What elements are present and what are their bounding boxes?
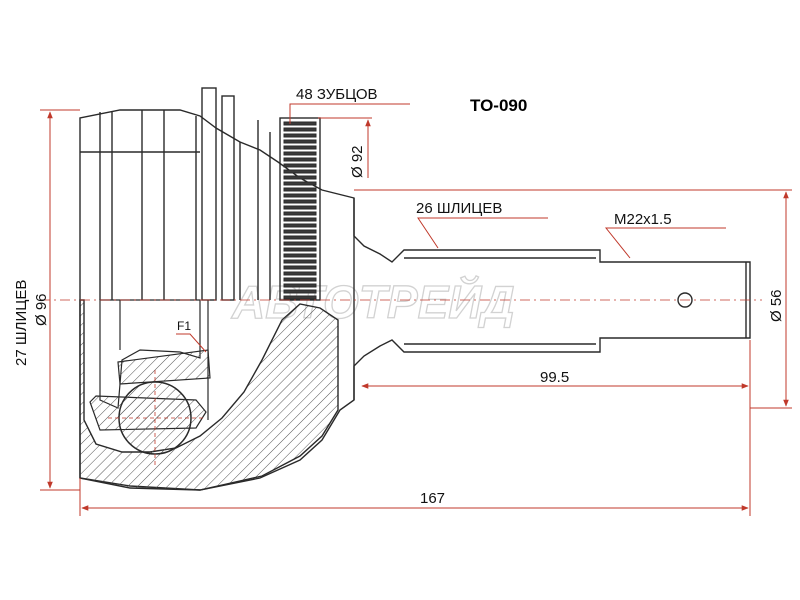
- abs-tooth: [283, 151, 317, 156]
- abs-ring-diameter-label: Ø 92: [349, 145, 366, 178]
- housing-outline: [79, 87, 355, 491]
- watermark: АВТОТРЕЙД: [231, 276, 515, 328]
- inner-splines-label: 27 ШЛИЦЕВ: [13, 280, 30, 366]
- abs-tooth: [283, 295, 317, 300]
- abs-tooth: [283, 253, 317, 258]
- abs-tooth: [283, 175, 317, 180]
- abs-tooth: [283, 283, 317, 288]
- abs-tooth: [283, 247, 317, 252]
- part-number: TO-090: [470, 96, 527, 115]
- abs-tooth: [283, 277, 317, 282]
- abs-tooth: [283, 193, 317, 198]
- outer-splines-label: 26 ШЛИЦЕВ: [416, 200, 502, 217]
- abs-tooth: [283, 145, 317, 150]
- abs-tooth: [283, 235, 317, 240]
- shaft-length-label: 99.5: [540, 369, 569, 386]
- abs-tooth: [283, 163, 317, 168]
- abs-tooth: [283, 217, 317, 222]
- fit-mark-label: F1: [177, 319, 191, 333]
- abs-tooth: [283, 121, 317, 126]
- abs-tooth: [283, 229, 317, 234]
- abs-tooth: [283, 223, 317, 228]
- abs-tooth: [283, 199, 317, 204]
- abs-tooth: [283, 169, 317, 174]
- dimensions: [40, 103, 792, 516]
- abs-tooth: [283, 241, 317, 246]
- abs-tooth: [283, 187, 317, 192]
- abs-tooth: [283, 271, 317, 276]
- shaft-diameter-label: Ø 56: [768, 289, 785, 322]
- abs-tooth: [283, 133, 317, 138]
- inner-diameter-label: Ø 96: [33, 293, 50, 326]
- abs-tooth: [283, 289, 317, 294]
- abs-ring: [279, 117, 321, 301]
- abs-tooth: [283, 205, 317, 210]
- housing-section: [79, 299, 339, 491]
- abs-tooth: [283, 157, 317, 162]
- thread-label: M22x1.5: [614, 211, 672, 228]
- abs-tooth: [283, 265, 317, 270]
- abs-tooth: [283, 181, 317, 186]
- total-length-label: 167: [420, 490, 445, 507]
- abs-tooth: [283, 259, 317, 264]
- teeth-count-label: 48 ЗУБЦОВ: [296, 86, 378, 103]
- abs-tooth: [283, 139, 317, 144]
- abs-tooth: [283, 127, 317, 132]
- abs-tooth: [283, 211, 317, 216]
- cotter-pin-hole: [677, 292, 693, 308]
